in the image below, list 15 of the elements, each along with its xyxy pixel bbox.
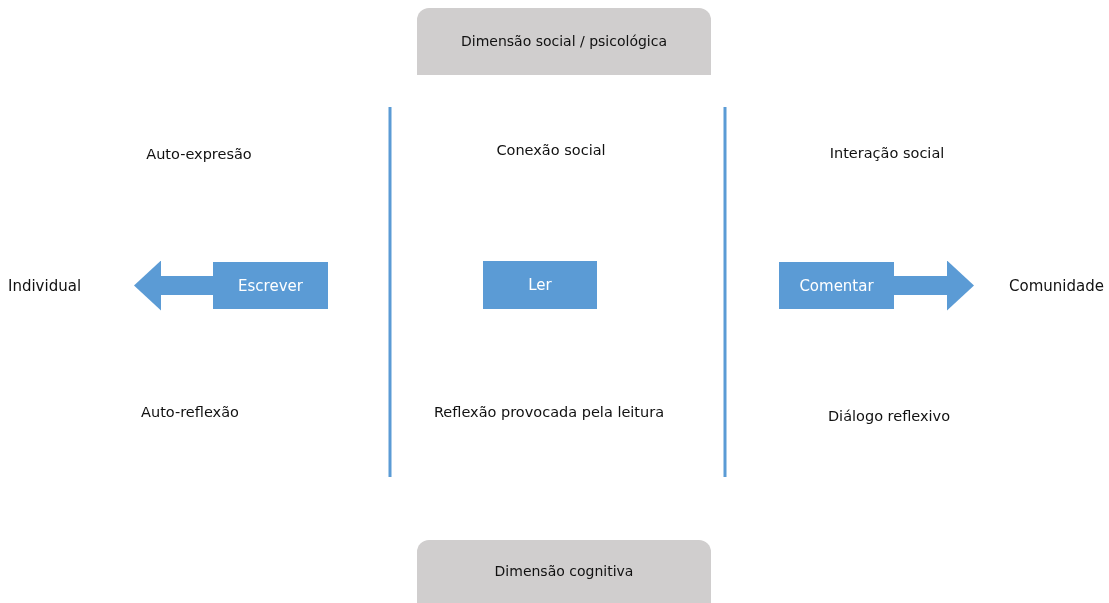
block-arrow <box>894 260 974 311</box>
dimension-label: Conexão social <box>496 142 606 158</box>
dimension-label: Auto-expresão <box>146 146 252 162</box>
dimension-label: Interação social <box>829 145 945 161</box>
dimension-label: Diálogo reflexivo <box>827 408 951 424</box>
action-box: Comentar <box>779 262 894 309</box>
end-label: Individual <box>8 276 82 295</box>
dimension-label: Reflexão provocada pela leitura <box>433 404 665 420</box>
dimension-tab: Dimensão cognitiva <box>417 540 711 603</box>
dimension-tab: Dimensão social / psicológica <box>417 8 711 75</box>
end-label: Comunidade <box>1009 276 1104 295</box>
dimension-label: Auto-reflexão <box>141 404 239 420</box>
block-arrow <box>134 260 213 311</box>
action-box: Escrever <box>213 262 328 309</box>
action-box: Ler <box>483 261 597 309</box>
